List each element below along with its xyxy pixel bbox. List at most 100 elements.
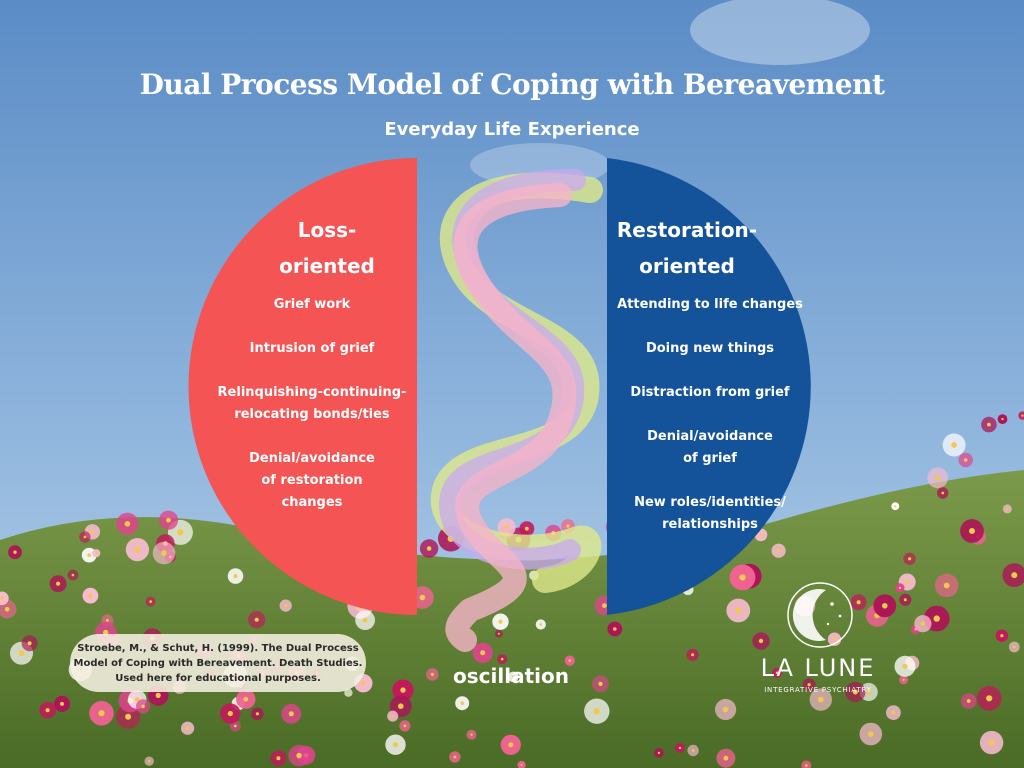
- flower-center: [460, 701, 465, 705]
- flower-center: [148, 760, 151, 763]
- flower-center: [775, 671, 779, 675]
- flower-center: [933, 615, 940, 622]
- flower-center: [759, 533, 763, 537]
- oscillation-ribbon-pink: [445, 183, 577, 652]
- flower-center: [539, 623, 543, 626]
- flower-center: [362, 617, 368, 623]
- brand-name: LA LUNE: [760, 654, 876, 682]
- loss-item: Relinquishing-continuing- relocating bon…: [217, 385, 407, 422]
- flower-center: [903, 598, 907, 602]
- flower-center: [284, 604, 288, 608]
- flower-center: [722, 706, 729, 713]
- flower-center: [255, 712, 259, 716]
- flower-center: [13, 550, 17, 554]
- flower-center: [504, 525, 509, 530]
- flower-center: [986, 695, 993, 702]
- flower-center: [233, 724, 237, 728]
- flower-center: [898, 586, 902, 590]
- flower-center: [735, 607, 742, 614]
- flower-center: [905, 579, 910, 585]
- flower-center: [185, 726, 190, 730]
- flower-center: [134, 546, 141, 553]
- flower-center: [27, 641, 32, 646]
- flower-center: [87, 553, 92, 557]
- flower-center: [941, 491, 945, 495]
- flower-center: [149, 600, 152, 603]
- flower-center: [430, 672, 434, 677]
- flower-center: [691, 653, 695, 657]
- flower-center: [988, 739, 995, 746]
- flower-center: [758, 638, 764, 644]
- restoration-item: Doing new things: [645, 341, 775, 356]
- flower-center: [243, 696, 249, 702]
- flower-center: [891, 710, 896, 715]
- flower-center: [400, 687, 406, 693]
- flower-center: [419, 594, 426, 601]
- flower-center: [426, 546, 432, 551]
- flower-center: [391, 714, 395, 718]
- flower-center: [60, 701, 64, 706]
- flower: [1018, 411, 1024, 420]
- flower-center: [500, 657, 504, 661]
- flower-center: [361, 680, 366, 686]
- flower-center: [908, 557, 912, 561]
- flower-center: [1013, 645, 1016, 649]
- flower-center: [233, 574, 238, 579]
- flower-center: [805, 764, 808, 767]
- restoration-item: Distraction from grief: [630, 385, 790, 400]
- loss-oriented-half-circle: [188, 158, 417, 615]
- flower-center: [161, 550, 167, 556]
- restoration-oriented-heading: Restoration- oriented: [616, 218, 758, 278]
- flower-center: [524, 526, 529, 531]
- flower-center: [227, 710, 233, 717]
- flower-center: [832, 637, 837, 641]
- brand-tagline: INTEGRATIVE PSYCHIATRY: [764, 686, 872, 694]
- flower-center: [1001, 417, 1004, 421]
- flower-center: [105, 618, 109, 622]
- flower-center: [678, 746, 682, 750]
- moon-logo-icon: [787, 582, 853, 648]
- flower-center: [593, 708, 600, 715]
- flower-center: [1021, 414, 1024, 417]
- flower-center: [166, 517, 171, 523]
- flower-center: [125, 713, 132, 720]
- restoration-oriented-half-circle: [607, 158, 811, 615]
- flower-center: [98, 710, 105, 717]
- flower-center: [807, 683, 811, 687]
- flower-center: [83, 535, 87, 539]
- flower-center: [288, 711, 294, 717]
- flower-center: [18, 650, 25, 657]
- loss-oriented-heading: Loss- oriented: [279, 218, 375, 278]
- flower: [0, 591, 9, 606]
- page-title: Dual Process Model of Coping with Bereav…: [139, 68, 885, 101]
- flower-center: [1000, 634, 1004, 638]
- flower-center: [613, 627, 617, 631]
- flower-center: [71, 573, 75, 577]
- flower-center: [512, 675, 515, 679]
- restoration-item: Attending to life changes: [617, 297, 803, 312]
- page-subtitle: Everyday Life Experience: [384, 119, 640, 140]
- flower-center: [398, 703, 404, 709]
- flower-center: [347, 691, 350, 694]
- flower-center: [45, 708, 50, 713]
- flower-center: [739, 574, 746, 581]
- flower-center: [0, 596, 4, 600]
- flower-center: [124, 521, 131, 527]
- flower-center: [141, 704, 145, 709]
- flower-center: [602, 603, 607, 608]
- flower-center: [852, 689, 858, 695]
- flower-center: [177, 529, 184, 536]
- oscillation-ribbons: [430, 169, 603, 652]
- flower-center: [866, 689, 871, 695]
- flower-center: [392, 742, 399, 748]
- flower-center: [566, 524, 570, 528]
- flower-center: [776, 548, 781, 553]
- loss-item: Grief work: [273, 297, 351, 312]
- oscillation-label: oscillation: [453, 664, 569, 688]
- flower-center: [894, 505, 897, 508]
- flower-center: [935, 475, 941, 481]
- loss-item: Intrusion of grief: [249, 341, 375, 356]
- flower-center: [497, 632, 500, 635]
- flower-center: [1011, 572, 1018, 579]
- flower-center: [470, 733, 473, 736]
